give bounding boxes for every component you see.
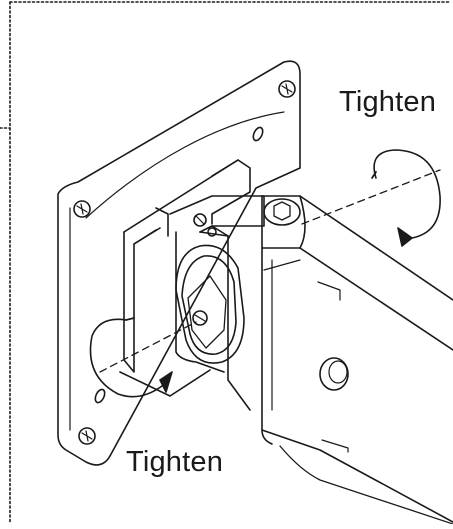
top-screws xyxy=(193,213,217,237)
tilt-knob xyxy=(175,244,245,364)
tighten-label-bottom: Tighten xyxy=(126,446,224,478)
rotate-arrow-icon xyxy=(301,149,441,247)
mounting-plate xyxy=(57,60,301,466)
rotate-arrow-icon-lower xyxy=(89,317,197,398)
pivot-bracket xyxy=(119,159,251,397)
arm xyxy=(261,195,453,525)
tighten-label-top: Tighten xyxy=(339,86,437,118)
